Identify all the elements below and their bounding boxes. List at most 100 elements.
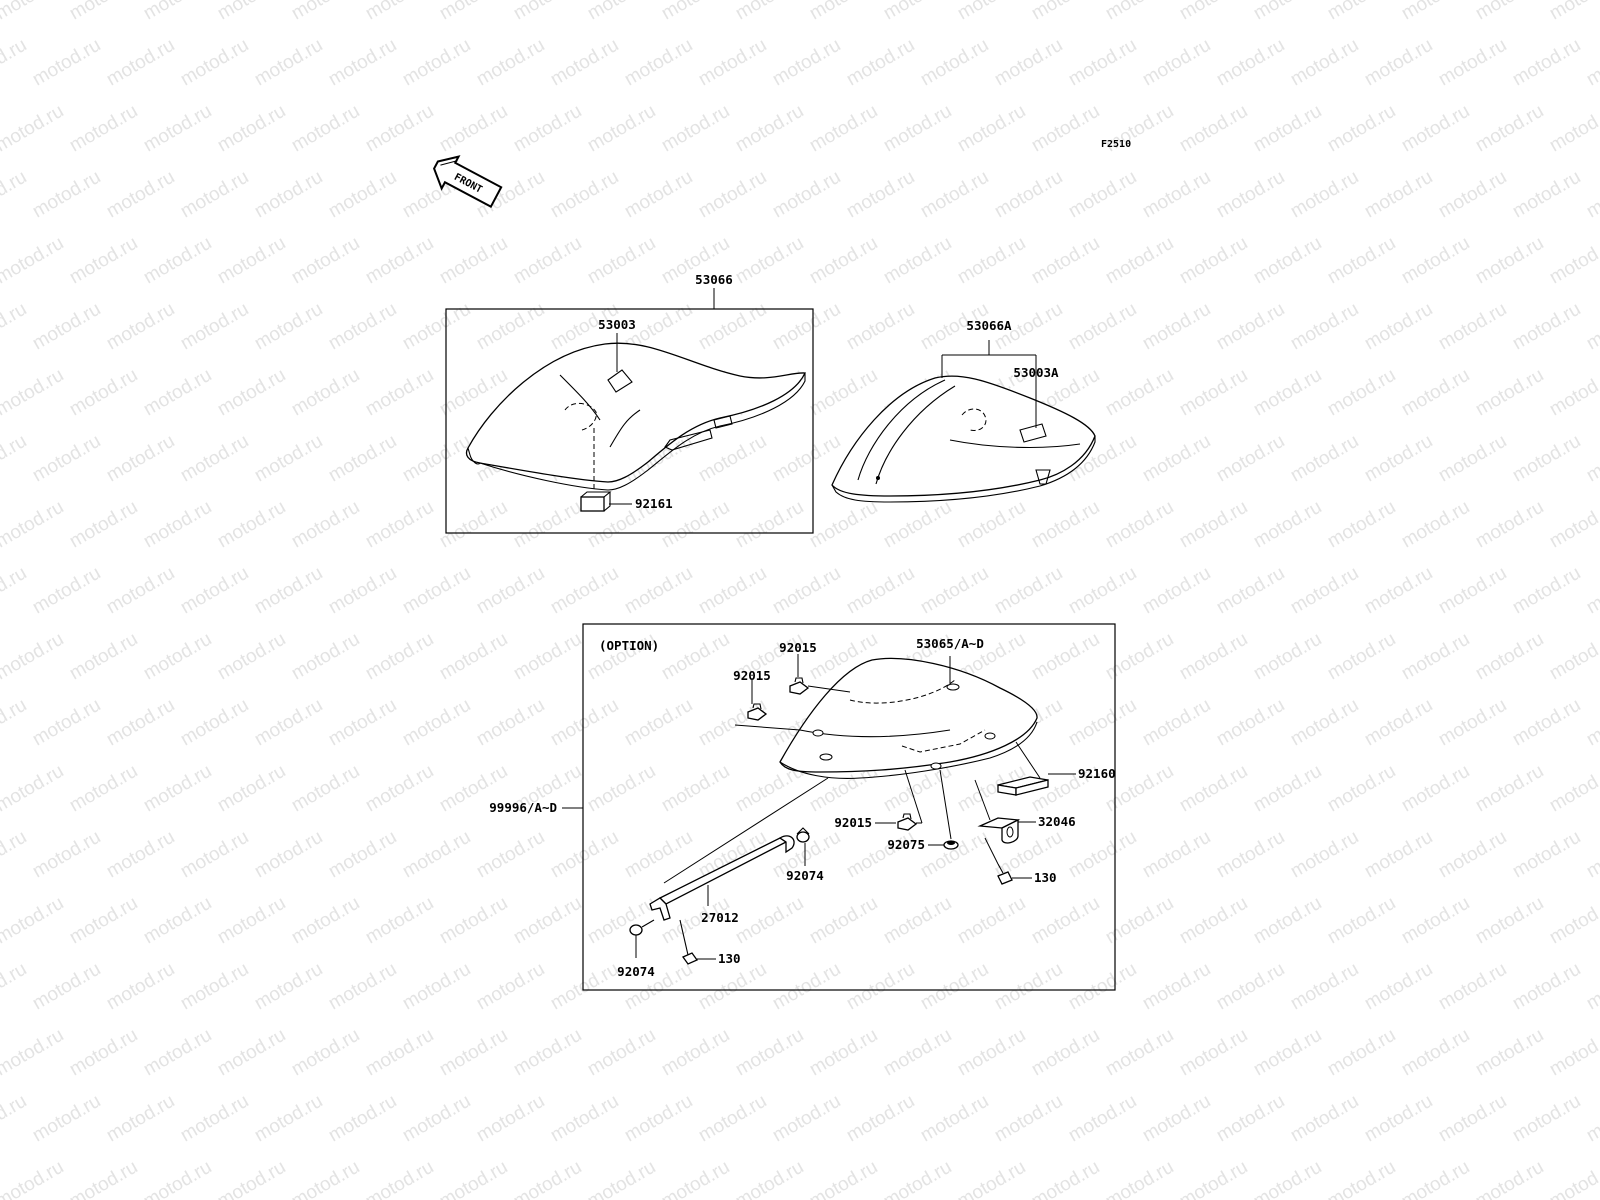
watermark-text: motod.ru: [1028, 629, 1103, 685]
watermark-text: motod.ru: [1250, 233, 1325, 289]
watermark-text: motod.ru: [66, 761, 141, 817]
label-seat-cover: 53065/A~D: [916, 636, 984, 651]
watermark-text: motod.ru: [621, 695, 696, 751]
watermark-text: motod.ru: [843, 167, 918, 223]
watermark-text: motod.ru: [769, 1091, 844, 1147]
watermark-text: motod.ru: [436, 629, 511, 685]
watermark-text: motod.ru: [1472, 233, 1547, 289]
watermark-text: motod.ru: [325, 563, 400, 619]
watermark-text: motod.ru: [140, 497, 215, 553]
watermark-text: motod.ru: [177, 299, 252, 355]
watermark-text: motod.ru: [214, 1157, 289, 1200]
watermark-text: motod.ru: [1287, 299, 1362, 355]
watermark-text: motod.ru: [1287, 563, 1362, 619]
watermark-text: motod.ru: [1176, 761, 1251, 817]
watermark-text: motod.ru: [1250, 1025, 1325, 1081]
watermark-text: motod.ru: [29, 167, 104, 223]
watermark-text: motod.ru: [251, 35, 326, 91]
damper-pad-drawing: [997, 776, 1049, 796]
watermark-text: motod.ru: [510, 233, 585, 289]
watermark-text: motod.ru: [66, 101, 141, 157]
watermark-text: motod.ru: [1250, 365, 1325, 421]
label-nut-c: 92015: [834, 815, 872, 830]
watermark-text: motod.ru: [0, 893, 67, 949]
watermark-text: motod.ru: [214, 629, 289, 685]
watermark-text: motod.ru: [621, 563, 696, 619]
watermark-text: motod.ru: [510, 893, 585, 949]
watermark-text: motod.ru: [1213, 431, 1288, 487]
watermark-text: motod.ru: [1435, 299, 1510, 355]
watermark-text: motod.ru: [473, 959, 548, 1015]
watermark-text: motod.ru: [1065, 1091, 1140, 1147]
watermark-text: motod.ru: [0, 563, 30, 619]
watermark-text: motod.ru: [1028, 497, 1103, 553]
watermark-text: motod.ru: [1213, 563, 1288, 619]
watermark-text: motod.ru: [954, 0, 1029, 24]
watermark-text: motod.ru: [1472, 101, 1547, 157]
watermark-text: motod.ru: [1176, 365, 1251, 421]
watermark-text: motod.ru: [66, 497, 141, 553]
watermark-text: motod.ru: [1139, 827, 1214, 883]
watermark-text: motod.ru: [66, 0, 141, 24]
watermark-text: motod.ru: [177, 959, 252, 1015]
watermark-text: motod.ru: [1139, 167, 1214, 223]
watermark-text: motod.ru: [510, 1157, 585, 1200]
watermark-text: motod.ru: [140, 629, 215, 685]
watermark-text: motod.ru: [0, 629, 67, 685]
watermark-text: motod.ru: [66, 365, 141, 421]
watermark-text: motod.ru: [1139, 431, 1214, 487]
watermark-text: motod.ru: [0, 695, 30, 751]
watermark-text: motod.ru: [1398, 1157, 1473, 1200]
watermark-text: motod.ru: [658, 1025, 733, 1081]
watermark-text: motod.ru: [1028, 101, 1103, 157]
watermark-text: motod.ru: [251, 167, 326, 223]
watermark-text: motod.ru: [362, 761, 437, 817]
bolt-left-drawing: [679, 919, 698, 965]
watermark-text: motod.ru: [1213, 167, 1288, 223]
watermark-text: motod.ru: [473, 35, 548, 91]
watermark-text: motod.ru: [399, 1091, 474, 1147]
watermark-text: motod.ru: [991, 563, 1066, 619]
label-seat-rear-bracket: 53003A: [1013, 365, 1059, 380]
watermark-text: motod.ru: [325, 1091, 400, 1147]
watermark-text: motod.ru: [1102, 1025, 1177, 1081]
watermark-text: motod.ru: [1546, 365, 1600, 421]
watermark-text: motod.ru: [436, 1157, 511, 1200]
bracket-drawing: [977, 817, 1021, 844]
watermark-text: motod.ru: [0, 497, 67, 553]
watermark-text: motod.ru: [0, 0, 67, 24]
watermark-text: motod.ru: [1435, 695, 1510, 751]
watermark-text: motod.ru: [140, 1025, 215, 1081]
watermark-text: motod.ru: [917, 827, 992, 883]
watermark-text: motod.ru: [806, 1025, 881, 1081]
front-arrow-icon: FRONT: [433, 155, 503, 209]
watermark-text: motod.ru: [1546, 629, 1600, 685]
watermark-text: motod.ru: [103, 695, 178, 751]
watermark-text: motod.ru: [1361, 299, 1436, 355]
watermark-text: motod.ru: [695, 167, 770, 223]
watermark-text: motod.ru: [1250, 0, 1325, 24]
watermark-text: motod.ru: [843, 959, 918, 1015]
watermark-text: motod.ru: [1546, 893, 1600, 949]
watermark-text: motod.ru: [1435, 35, 1510, 91]
label-bracket: 32046: [1038, 814, 1076, 829]
watermark-text: motod.ru: [880, 497, 955, 553]
watermark-text: motod.ru: [547, 35, 622, 91]
watermark-text: motod.ru: [177, 1091, 252, 1147]
watermark-text: motod.ru: [658, 1157, 733, 1200]
watermark-text: motod.ru: [1065, 35, 1140, 91]
watermark-text: motod.ru: [473, 827, 548, 883]
watermark-text: motod.ru: [214, 233, 289, 289]
watermark-text: motod.ru: [510, 101, 585, 157]
watermark-text: motod.ru: [288, 1157, 363, 1200]
front-seat-frame: [445, 308, 814, 534]
watermark-text: motod.ru: [1509, 299, 1584, 355]
watermark-text: motod.ru: [325, 959, 400, 1015]
watermark-text: motod.ru: [1324, 761, 1399, 817]
watermark-text: motod.ru: [547, 563, 622, 619]
watermark-text: motod.ru: [1435, 1091, 1510, 1147]
watermark-text: motod.ru: [584, 1025, 659, 1081]
watermark-text: motod.ru: [362, 1025, 437, 1081]
watermark-text: motod.ru: [0, 101, 67, 157]
